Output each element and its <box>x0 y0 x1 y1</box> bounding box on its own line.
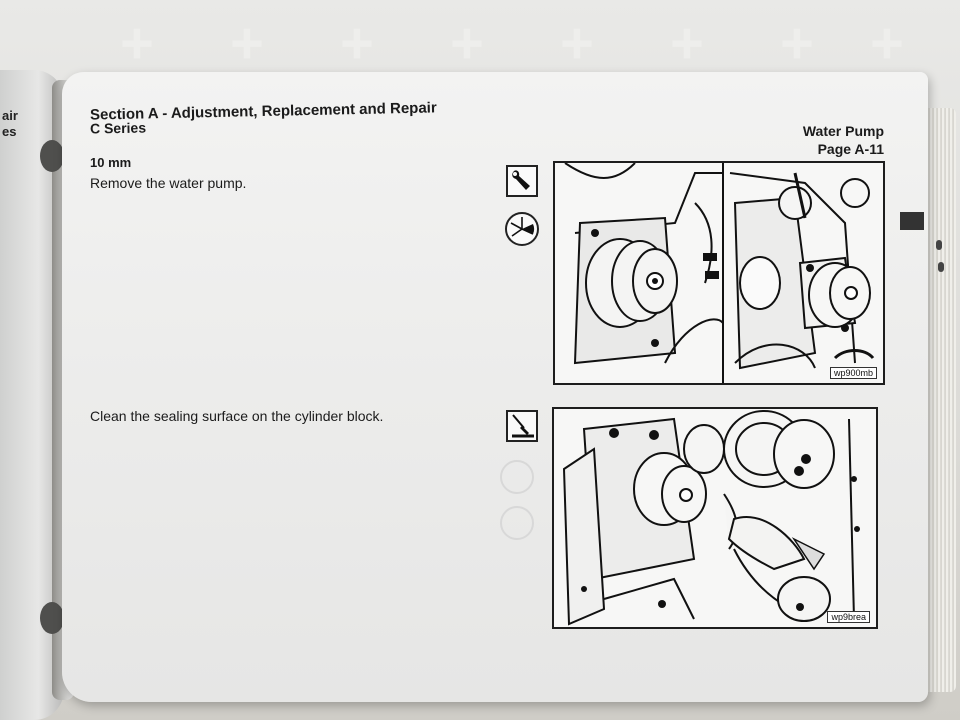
topic-title: Water Pump <box>802 123 884 139</box>
background-pattern: + <box>120 11 154 76</box>
show-through-icon <box>500 460 534 494</box>
left-page-fragment: es <box>2 124 17 139</box>
step-instruction: Clean the sealing surface on the cylinde… <box>90 408 384 424</box>
page-number: Page A-11 <box>817 141 884 157</box>
background-pattern: + <box>560 11 594 76</box>
left-page-fragment: air <box>2 108 18 123</box>
page-header-right: Water Pump Page A-11 <box>803 122 884 158</box>
figure-clean-sealing-surface: wp9brea <box>552 407 878 629</box>
show-through-icon <box>500 506 534 540</box>
background-pattern: + <box>450 11 484 76</box>
background-pattern: + <box>340 11 374 76</box>
wrench-icon <box>506 165 538 197</box>
binding-hole <box>40 602 64 634</box>
pie-chart-icon <box>505 212 539 246</box>
figure-remove-water-pump: wp900mb <box>553 161 885 385</box>
background-pattern: + <box>780 11 814 76</box>
figure-code: wp900mb <box>829 367 877 379</box>
section-tab-marker <box>938 262 944 272</box>
series-label: C Series <box>89 119 147 137</box>
section-tab-marker <box>936 240 942 250</box>
binding-hole <box>40 140 64 172</box>
background-pattern: + <box>230 11 264 76</box>
tool-size-label: 10 mm <box>90 155 132 170</box>
section-tab-marker <box>900 212 924 230</box>
background-pattern: + <box>870 11 904 76</box>
figure-code: wp9brea <box>827 611 870 623</box>
background-pattern: + <box>670 11 704 76</box>
scraper-icon <box>506 410 538 442</box>
step-instruction: Remove the water pump. <box>90 175 247 191</box>
